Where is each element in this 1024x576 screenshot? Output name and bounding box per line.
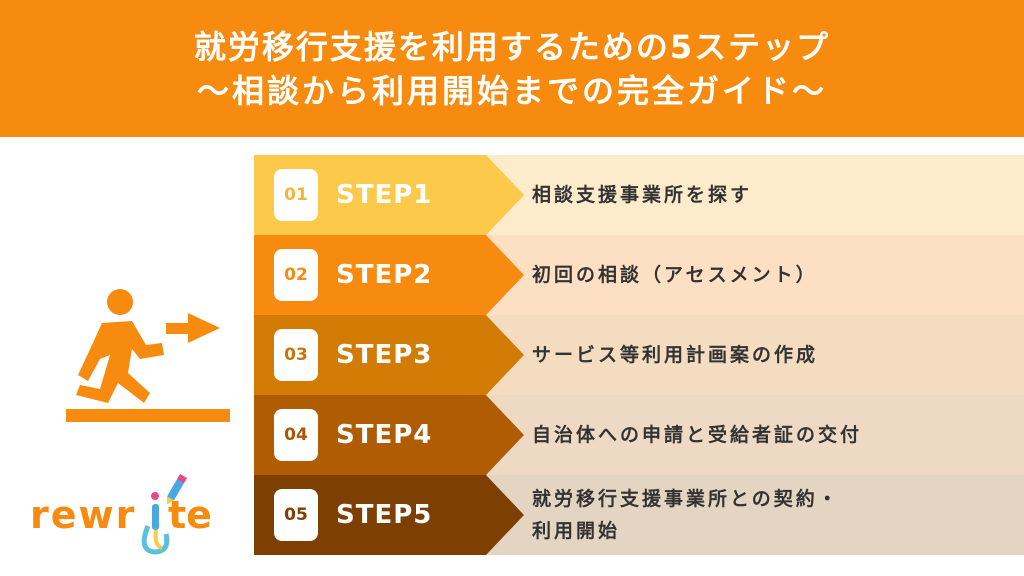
step-row-4: 04 STEP4 自治体への申請と受給者証の交付	[254, 395, 1024, 475]
step-1-background	[254, 155, 1024, 235]
step-row-3: 03 STEP3 サービス等利用計画案の作成	[254, 315, 1024, 395]
step-4-background	[254, 395, 1024, 475]
step-3-description: サービス等利用計画案の作成	[532, 344, 819, 366]
steps-list: 01 STEP1 相談支援事業所を探す 02 STEP2 初回の相談（アセスメン…	[254, 155, 1024, 555]
step-3-label: STEP3	[336, 340, 433, 370]
step-2-number: 02	[274, 249, 318, 301]
step-1-label: STEP1	[336, 180, 433, 210]
step-2-label: STEP2	[336, 260, 433, 290]
step-5-label: STEP5	[336, 500, 433, 530]
step-2-description: 初回の相談（アセスメント）	[532, 264, 818, 286]
step-5-background	[254, 475, 1024, 555]
runner-exit-icon	[62, 285, 232, 434]
step-row-1: 01 STEP1 相談支援事業所を探す	[254, 155, 1024, 235]
step-3-number: 03	[274, 329, 318, 381]
step-5-number: 05	[274, 489, 318, 541]
step-5-description: 就労移行支援事業所との契約・ 利用開始	[532, 488, 840, 542]
svg-text:te: te	[168, 493, 212, 537]
step-3-background	[254, 315, 1024, 395]
page-subtitle: 〜相談から利用開始までの完全ガイド〜	[196, 71, 827, 110]
step-row-5: 05 STEP5 就労移行支援事業所との契約・ 利用開始	[254, 475, 1024, 555]
step-row-2: 02 STEP2 初回の相談（アセスメント）	[254, 235, 1024, 315]
step-4-description: 自治体への申請と受給者証の交付	[532, 424, 863, 446]
rewrite-logo: rewr te	[30, 470, 230, 564]
step-1-description: 相談支援事業所を探す	[532, 184, 753, 206]
step-4-label: STEP4	[336, 420, 433, 450]
page-title: 就労移行支援を利用するための5ステップ	[193, 27, 831, 66]
step-2-background	[254, 235, 1024, 315]
step-4-number: 04	[274, 409, 318, 461]
svg-text:rewr: rewr	[30, 493, 136, 537]
step-1-number: 01	[274, 169, 318, 221]
title-banner: 就労移行支援を利用するための5ステップ 〜相談から利用開始までの完全ガイド〜	[0, 0, 1024, 137]
